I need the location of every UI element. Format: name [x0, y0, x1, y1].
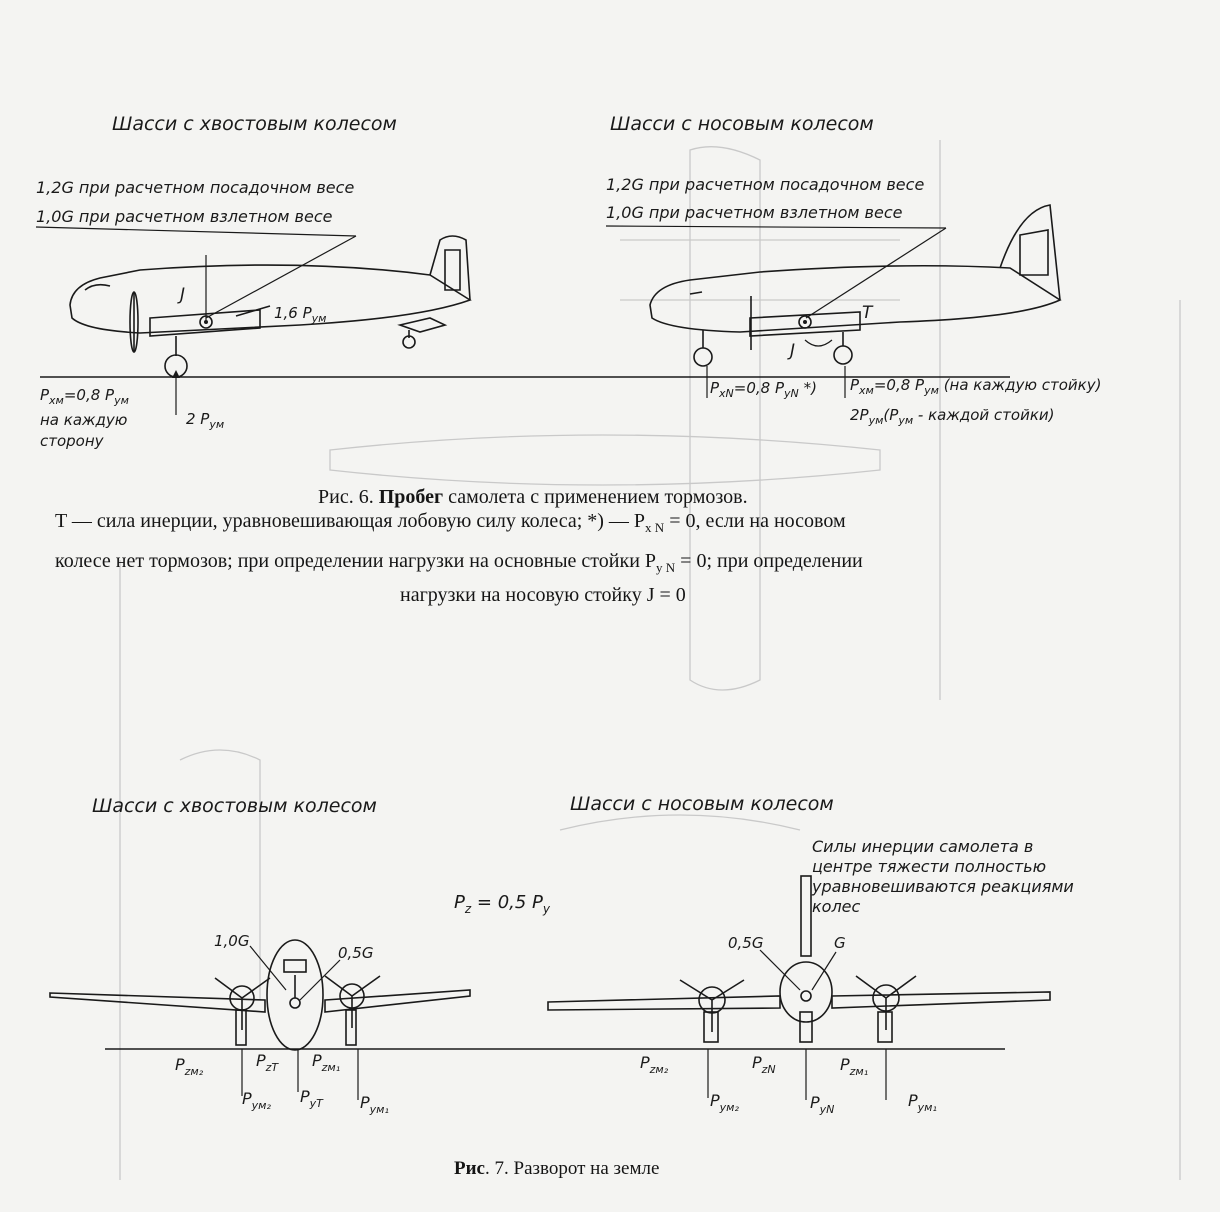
fig6-right-leader-diagonal	[805, 227, 947, 319]
fig7-left-pym1: Pyм₁	[360, 1093, 389, 1116]
fig6-right-leader-line	[605, 225, 947, 229]
fig7-right-pyn: PyN	[810, 1093, 834, 1116]
fig7-left-1-0g: 1,0G	[214, 932, 249, 950]
fig6-right-cg-mark	[798, 315, 812, 329]
fig6-right-load-takeoff: 1,0G при расчетном взлетном весе	[606, 203, 903, 222]
fig6-caption-line4: нагрузки на носовую стойку J = 0	[400, 584, 686, 606]
fig7-left-pzm2: Pzм₂	[175, 1055, 204, 1078]
fig7-right-pzm1: Pzм₁	[840, 1055, 868, 1078]
fig6-left-load-takeoff: 1,0G при расчетном взлетном весе	[36, 207, 333, 226]
fig7-right-airplane	[547, 875, 1051, 1043]
fig7-left-pzt: PzT	[256, 1051, 279, 1074]
fig6-right-pxm: Pxм=0,8 Pyм (на каждую стойку)	[850, 376, 1101, 397]
fig6-caption-line3: колесе нет тормозов; при определении наг…	[55, 550, 863, 575]
fig6-right-J: J	[787, 341, 795, 361]
fig7-right-pym2: Pyм₂	[710, 1091, 739, 1114]
fig7-note-line2: центре тяжести полностью	[812, 857, 1046, 876]
fig6-left-leader-line	[35, 226, 357, 237]
bleed-through-ghost	[119, 140, 1181, 1180]
fig6-left-airplane	[69, 235, 472, 378]
fig6-left-1-6pym: 1,6 Pyм	[274, 304, 326, 325]
fig7-right-pym1: Pyм₁	[908, 1091, 937, 1114]
fig7-left-pyt: PyT	[300, 1087, 324, 1110]
fig6-right-airplane	[649, 204, 1062, 367]
fig6-left-2pym: 2 Pyм	[186, 410, 224, 431]
fig6-caption-line1: Рис. 6. Пробег самолета с применением то…	[318, 486, 748, 508]
fig7-caption: Рис. 7. Разворот на земле	[454, 1158, 660, 1179]
fig7-right-pzm2: Pzм₂	[640, 1053, 669, 1076]
fig7-right-g-leader	[811, 951, 837, 991]
fig6-right-2pym: 2Pyм(Pyм - каждой стойки)	[850, 406, 1054, 427]
fig7-left-1-0g-leader	[249, 945, 287, 991]
fig7-right-0-5g-leader	[759, 949, 801, 991]
fig6-title-right: Шасси с носовым колесом	[610, 113, 874, 135]
fig6-right-nose-wheel	[693, 347, 713, 367]
fig7-left-0-5g: 0,5G	[338, 944, 373, 962]
fig7-left-pym2: Pyм₂	[242, 1089, 271, 1112]
fig7-left-0-5g-leader	[299, 959, 341, 1001]
fig7-title-right: Шасси с носовым колесом	[570, 793, 834, 815]
fig6-left-J: J	[177, 285, 185, 305]
fig6-right-load-landing: 1,2G при расчетном посадочном весе	[606, 175, 924, 194]
fig7-right-pzn: PzN	[752, 1053, 776, 1076]
fig7-right-g: G	[834, 934, 846, 952]
fig7-pz-equation: Pz = 0,5 Py	[454, 892, 551, 916]
fig7-title-left: Шасси с хвостовым колесом	[92, 795, 377, 817]
fig6-right-main-wheel	[833, 345, 853, 365]
fig6-right-pxn: PxN=0,8 PyN *)	[710, 379, 817, 400]
fig7-note-line3: уравновешиваются реакциями	[811, 877, 1074, 896]
fig7-note-line1: Силы инерции самолета в	[812, 837, 1033, 856]
fig7-left-pzm1: Pzм₁	[312, 1051, 340, 1074]
fig6-left-pxm: Pxм=0,8 Pyм	[40, 386, 129, 407]
fig7-left-airplane	[49, 939, 471, 1051]
fig6-left-leader-diagonal	[205, 235, 357, 319]
fig6-right-T: T	[862, 303, 874, 323]
fig6-left-each-side-1: на каждую	[40, 411, 127, 429]
fig7-note-line4: колес	[812, 897, 861, 916]
fig6-left-tail-wheel	[402, 335, 416, 349]
fig7-right-0-5g: 0,5G	[728, 934, 763, 952]
fig6-left-load-landing: 1,2G при расчетном посадочном весе	[36, 178, 354, 197]
fig6-title-left: Шасси с хвостовым колесом	[112, 113, 397, 135]
fig7-right-fin	[800, 875, 812, 957]
fig6-left-each-side-2: сторону	[40, 432, 105, 450]
fig6-caption-line2: T — сила инерции, уравновешивающая лобов…	[55, 510, 846, 535]
fig6-left-cg-mark	[199, 315, 213, 329]
